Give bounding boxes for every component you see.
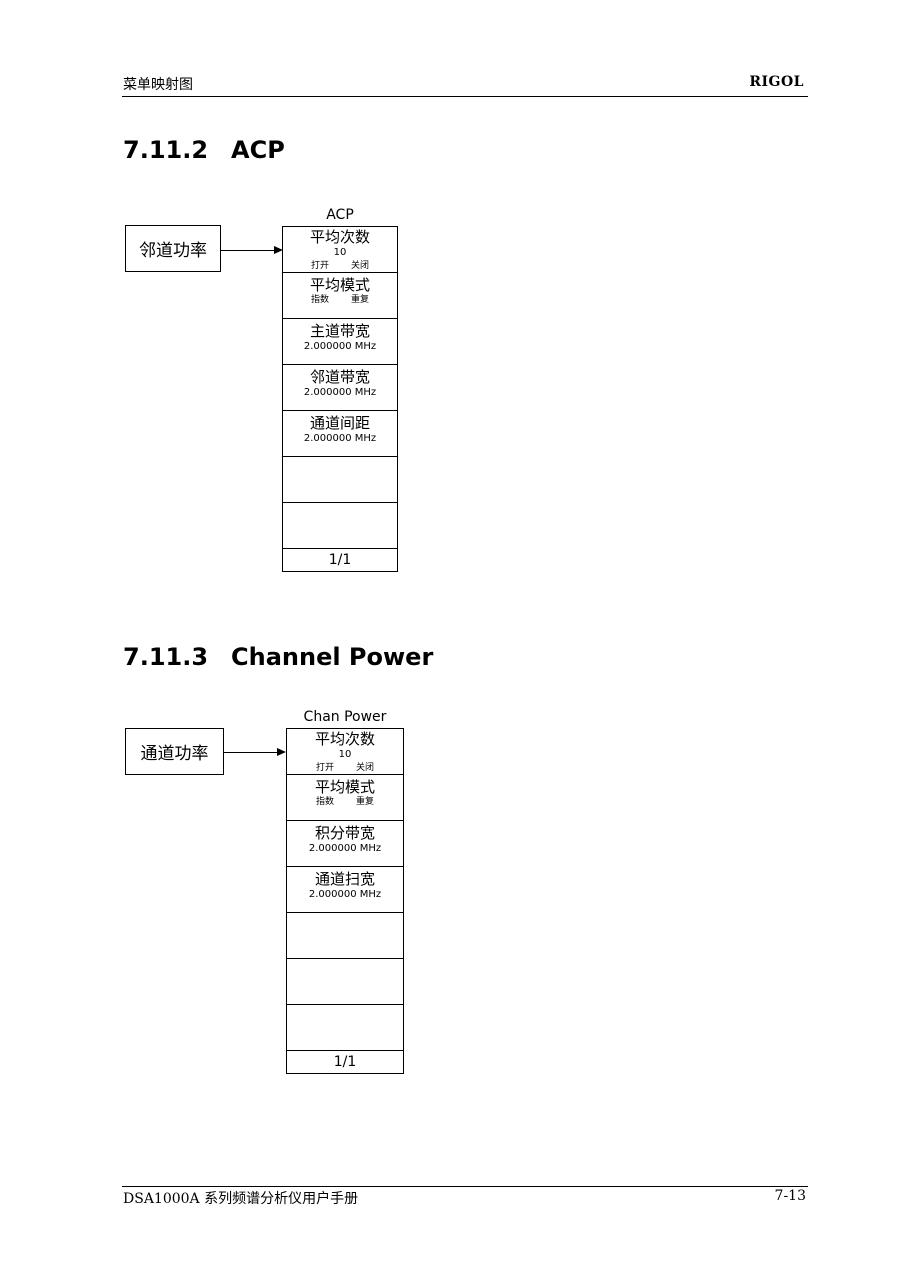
section-heading-acp: 7.11.2 ACP [123, 136, 285, 164]
softkey-value: 2.000000 MHz [308, 889, 382, 900]
softkey-ch-span: 通道扫宽 2.000000 MHz [287, 867, 403, 913]
menu-title: ACP [326, 207, 354, 223]
softkey-value: 2.000000 MHz [308, 843, 382, 854]
option-exp: 指数 [310, 295, 329, 305]
softkey-main-bw: 主道带宽 2.000000 MHz [283, 319, 397, 365]
softkey-ch-spacing: 通道间距 2.000000 MHz [283, 411, 397, 457]
softkey-value: 2.000000 MHz [303, 341, 377, 352]
section-number: 7.11.2 [123, 136, 209, 164]
footer-manual-title: DSA1000A 系列频谱分析仪用户手册 [123, 1191, 359, 1207]
source-key-box: 邻道功率 [125, 225, 221, 272]
softkey-value: 2.000000 MHz [303, 387, 377, 398]
menu-title: Chan Power [303, 709, 387, 725]
source-key-box: 通道功率 [125, 728, 224, 775]
softkey-label: 通道间距 [309, 414, 370, 432]
option-repeat: 重复 [356, 797, 375, 807]
softkey-label: 邻道带宽 [309, 368, 370, 386]
softkey-empty [283, 457, 397, 503]
softkey-value: 10 [333, 247, 347, 258]
menu-page-indicator: 1/1 [333, 1054, 357, 1070]
connector-arrow-line [224, 752, 279, 753]
section-title: ACP [231, 136, 285, 164]
option-on: 打开 [310, 261, 329, 271]
option-on: 打开 [315, 763, 334, 773]
header-divider [122, 96, 808, 97]
menu-page-indicator: 1/1 [328, 552, 352, 568]
section-number: 7.11.3 [123, 643, 209, 671]
softkey-label: 平均次数 [314, 730, 375, 748]
softkey-empty [287, 1005, 403, 1051]
softkey-value: 10 [338, 749, 352, 760]
option-off: 关闭 [351, 261, 370, 271]
header-chapter-title: 菜单映射图 [123, 77, 193, 93]
softkey-avg-mode: 平均模式 指数 重复 [287, 775, 403, 821]
softkey-menu-chan-power: 平均次数 10 打开 关闭 平均模式 指数 重复 积分带宽 2.000000 MHz… [286, 728, 404, 1074]
softkey-label: 主道带宽 [309, 322, 370, 340]
footer-divider [122, 1186, 808, 1187]
footer-page-number: 7-13 [774, 1188, 806, 1204]
softkey-label: 平均模式 [314, 778, 375, 796]
softkey-label: 通道扫宽 [314, 870, 375, 888]
section-title: Channel Power [231, 643, 434, 671]
arrow-head-icon [274, 246, 283, 254]
softkey-empty [287, 913, 403, 959]
section-heading-channel-power: 7.11.3 Channel Power [123, 643, 433, 671]
softkey-value: 2.000000 MHz [303, 433, 377, 444]
softkey-integ-bw: 积分带宽 2.000000 MHz [287, 821, 403, 867]
arrow-head-icon [277, 748, 286, 756]
softkey-avg-count: 平均次数 10 打开 关闭 [287, 729, 403, 775]
option-exp: 指数 [315, 797, 334, 807]
brand-logo: RIGOL [749, 74, 804, 90]
softkey-avg-mode: 平均模式 指数 重复 [283, 273, 397, 319]
softkey-menu-acp: 平均次数 10 打开 关闭 平均模式 指数 重复 主道带宽 2.000000 MHz… [282, 226, 398, 572]
softkey-label: 平均次数 [309, 228, 370, 246]
softkey-adj-bw: 邻道带宽 2.000000 MHz [283, 365, 397, 411]
option-repeat: 重复 [351, 295, 370, 305]
connector-arrow-line [221, 250, 276, 251]
option-off: 关闭 [356, 763, 375, 773]
softkey-empty [283, 503, 397, 549]
softkey-label: 积分带宽 [314, 824, 375, 842]
softkey-empty [287, 959, 403, 1005]
softkey-avg-count: 平均次数 10 打开 关闭 [283, 227, 397, 273]
softkey-label: 平均模式 [309, 276, 370, 294]
